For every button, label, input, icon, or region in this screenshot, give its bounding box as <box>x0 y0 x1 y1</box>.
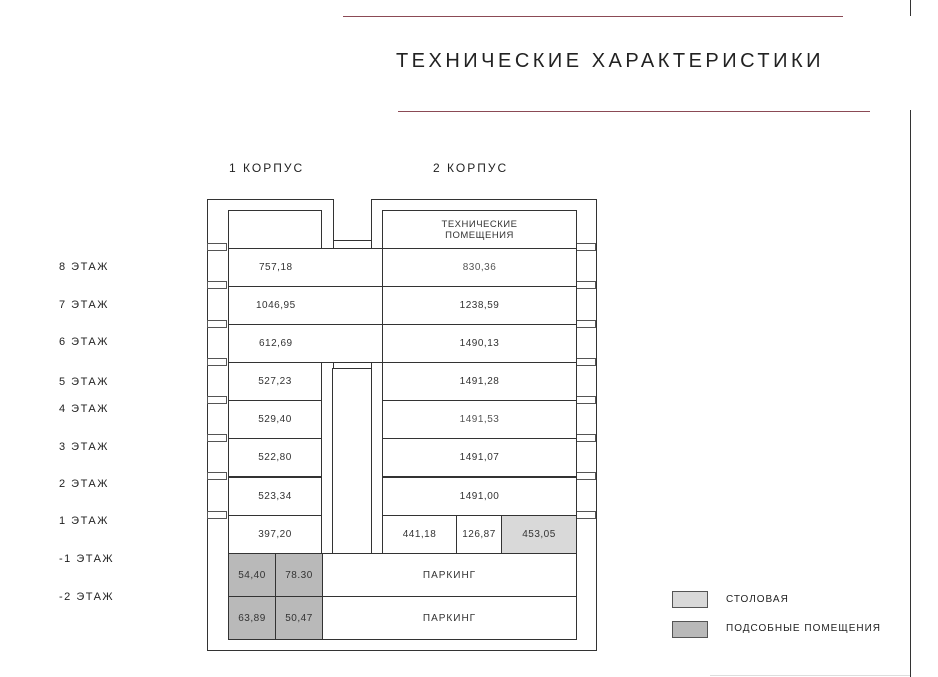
corpus-1-label: 1 КОРПУС <box>229 161 305 175</box>
corpus-1-floor-7: 1046,95 <box>228 286 383 325</box>
floor-label-7: 7 ЭТАЖ <box>59 299 109 311</box>
floor-label-5: 5 ЭТАЖ <box>59 376 109 388</box>
floor-label-1: 1 ЭТАЖ <box>59 515 109 527</box>
corpus-1-floor-8: 757,18 <box>228 248 383 287</box>
corpus-1-floor-6: 612,69 <box>228 324 383 363</box>
corpus-2-label: 2 КОРПУС <box>433 161 509 175</box>
corpus-1-floor-5: 527,23 <box>228 362 322 401</box>
floor-label-4: 4 ЭТАЖ <box>59 403 109 415</box>
corpus-2-floor-1-canteen: 453,05 <box>501 515 577 554</box>
basement-2-utility-a: 63,89 <box>228 596 276 640</box>
corpus-2-floor-5: 1491,28 <box>382 362 577 401</box>
corpus-1-floor-4: 529,40 <box>228 400 322 439</box>
balcony-tab <box>576 243 596 251</box>
corpus-1-roof-cell <box>228 210 322 249</box>
floor-label-3: 3 ЭТАЖ <box>59 441 109 453</box>
floor-label-minus-2: -2 ЭТАЖ <box>59 591 115 603</box>
balcony-tab <box>576 472 596 480</box>
basement-1-parking: ПАРКИНГ <box>322 553 577 597</box>
basement-2-parking: ПАРКИНГ <box>322 596 577 640</box>
bottom-divider-line <box>398 111 870 112</box>
balcony-tab <box>207 281 227 289</box>
balcony-tab <box>576 434 596 442</box>
floor-label-8: 8 ЭТАЖ <box>59 261 109 273</box>
connector-shaft <box>332 368 372 554</box>
balcony-tab <box>576 281 596 289</box>
basement-2-utility-b: 50,47 <box>275 596 323 640</box>
balcony-tab <box>207 358 227 366</box>
corpus-2-tech-rooms: ТЕХНИЧЕСКИЕ ПОМЕЩЕНИЯ <box>382 210 577 249</box>
corpus-1-floor-2: 523,34 <box>228 477 322 516</box>
bottom-right-faint-line <box>710 675 910 676</box>
floor-label-2: 2 ЭТАЖ <box>59 478 109 490</box>
corpus-2-floor-2: 1491,00 <box>382 477 577 516</box>
balcony-tab <box>207 511 227 519</box>
floor-label-6: 6 ЭТАЖ <box>59 336 109 348</box>
balcony-tab <box>207 320 227 328</box>
balcony-tab <box>207 434 227 442</box>
corpus-2-floor-3: 1491,07 <box>382 438 577 477</box>
corpus-2-floor-7: 1238,59 <box>382 286 577 325</box>
floor-label-minus-1: -1 ЭТАЖ <box>59 553 115 565</box>
right-edge-line <box>910 110 911 677</box>
corpus-1-floor-3: 522,80 <box>228 438 322 477</box>
corpus-2-floor-6: 1490,13 <box>382 324 577 363</box>
corpus-2-floor-1-part-b: 126,87 <box>456 515 502 554</box>
balcony-tab <box>576 358 596 366</box>
balcony-tab <box>207 396 227 404</box>
balcony-tab <box>576 396 596 404</box>
legend-swatch-canteen <box>672 591 708 608</box>
legend-swatch-utility <box>672 621 708 638</box>
corpus-2-floor-8: 830,36 <box>382 248 577 287</box>
basement-1-utility-b: 78.30 <box>275 553 323 597</box>
legend-label-canteen: СТОЛОВАЯ <box>726 594 789 605</box>
balcony-tab <box>207 243 227 251</box>
balcony-tab <box>576 320 596 328</box>
legend-label-utility: ПОДСОБНЫЕ ПОМЕЩЕНИЯ <box>726 623 882 634</box>
shell-join-line <box>333 240 372 241</box>
corpus-2-floor-4: 1491,53 <box>382 400 577 439</box>
balcony-tab <box>576 511 596 519</box>
top-divider-line <box>343 16 843 17</box>
corpus-1-floor-1: 397,20 <box>228 515 322 554</box>
balcony-tab <box>207 472 227 480</box>
page-title: ТЕХНИЧЕСКИЕ ХАРАКТЕРИСТИКИ <box>395 50 825 72</box>
corpus-2-floor-1-part-a: 441,18 <box>382 515 457 554</box>
basement-1-utility-a: 54,40 <box>228 553 276 597</box>
right-edge-line-top <box>910 0 911 16</box>
